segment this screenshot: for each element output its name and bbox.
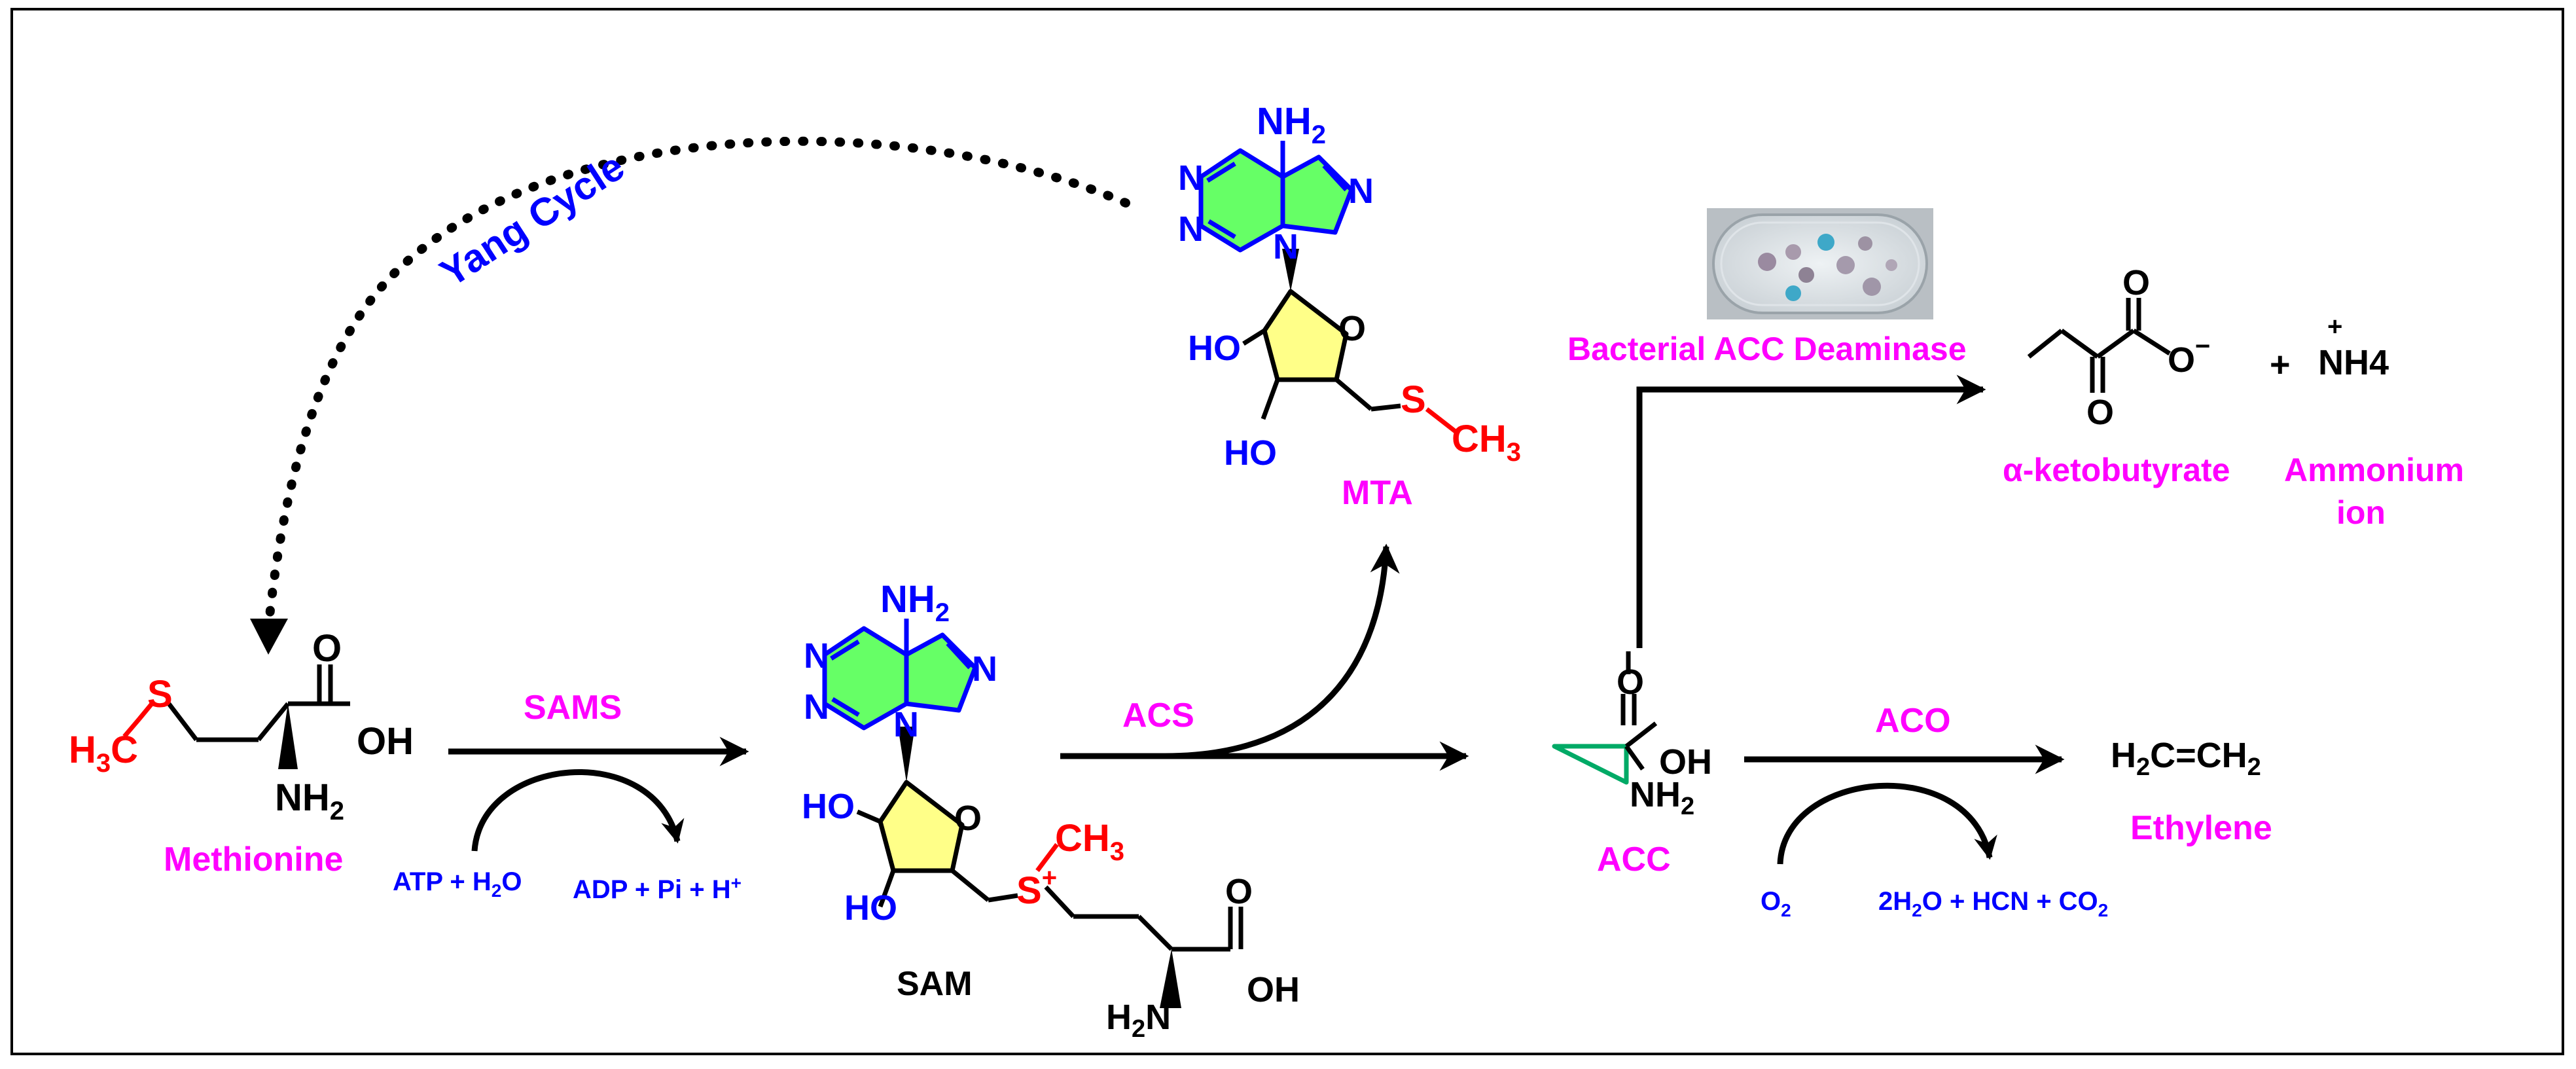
mta-adenine [1198, 141, 1354, 253]
sam-carbonyl-o: O [1225, 872, 1253, 911]
ketobutyrate-structure [2027, 298, 2171, 393]
ammonium-label-line1: Ammonium [2284, 452, 2464, 488]
yang-cycle-arrowhead [250, 619, 288, 655]
methionine-oh: OH [357, 720, 414, 763]
yang-cycle-label: Yang Cycle [433, 144, 632, 295]
mta-ho-3: HO [1224, 433, 1277, 473]
acs-mta-branch-arrow [1164, 543, 1400, 759]
ethylene-formula: H2C=CH2 [2111, 736, 2261, 781]
petri-dish-image [1707, 208, 1933, 319]
acc-oh: OH [1659, 742, 1712, 782]
yang-cycle-dotted-arrow [264, 136, 1130, 633]
sam-n9: N [893, 705, 919, 744]
mta-n1: N [1178, 158, 1204, 198]
methionine-o-atom: O [312, 627, 342, 670]
mta-s-atom: S [1401, 378, 1426, 421]
sams-cofactor-arrow [471, 769, 685, 852]
methionine-h3c: H3C [69, 729, 138, 778]
mta-n9: N [1273, 227, 1298, 266]
mta-n3: N [1178, 209, 1204, 249]
mta-n7: N [1348, 172, 1374, 211]
ammonium-formula: NH4 [2318, 343, 2389, 382]
acc-nh2: NH2 [1630, 775, 1694, 820]
mta-s-ch3-bond [1425, 407, 1458, 434]
sam-n7: N [972, 649, 997, 689]
ammonium-plus: + [2327, 312, 2342, 341]
sam-label: SAM [897, 965, 973, 1003]
sam-nh2: NH2 [880, 578, 950, 627]
ketobutyrate-label: α-ketobutyrate [2003, 452, 2230, 488]
sam-adenine [822, 619, 978, 731]
plus-sign: + [2270, 345, 2291, 384]
ketobutyrate-o-keto: O [2086, 393, 2114, 432]
aco-cofactor-arrow [1777, 782, 1997, 865]
ethylene-label: Ethylene [2130, 809, 2272, 847]
sam-ribose [856, 727, 1243, 1008]
mta-ho-2: HO [1188, 329, 1241, 368]
ammonium-label-line2: ion [2336, 494, 2386, 531]
sams-cofactor-out: ADP + Pi + H+ [573, 873, 742, 904]
mta-ring-o: O [1338, 309, 1366, 348]
sam-ho-3: HO [844, 888, 897, 928]
acc-label: ACC [1597, 841, 1671, 879]
sam-s-ch3-bond [1035, 843, 1059, 873]
sam-sulfonium: S+ [1016, 863, 1057, 912]
sam-ch3: CH3 [1055, 817, 1124, 866]
deaminase-reaction-arrow [1636, 374, 1986, 648]
aco-enzyme-label: ACO [1875, 702, 1951, 740]
aco-cofactor-in: O2 [1761, 887, 1791, 920]
sams-cofactor-in: ATP + H2O [393, 867, 522, 901]
aco-cofactor-out: 2H2O + HCN + CO2 [1878, 887, 2108, 920]
ketobutyrate-o-carboxyl: O [2122, 263, 2150, 302]
methionine-s-atom: S [147, 673, 173, 716]
mta-label: MTA [1342, 474, 1413, 512]
sam-n1: N [804, 636, 829, 676]
sams-enzyme-label: SAMS [524, 689, 622, 727]
methionine-nh2: NH2 [275, 776, 344, 825]
acc-structure [1552, 651, 1658, 785]
diagram-frame [10, 8, 2564, 1055]
deaminase-enzyme-label: Bacterial ACC Deaminase [1567, 331, 1967, 367]
sam-h2n: H2N [1106, 998, 1171, 1043]
sam-n3: N [804, 687, 829, 727]
acs-enzyme-label: ACS [1122, 697, 1194, 734]
mta-ch3: CH3 [1452, 418, 1521, 467]
mta-nh2: NH2 [1257, 100, 1326, 149]
sam-ring-o: O [954, 799, 982, 838]
methionine-structure [122, 664, 350, 769]
sam-oh: OH [1247, 970, 1300, 1009]
mta-ribose [1242, 249, 1401, 420]
methionine-label: Methionine [164, 841, 343, 879]
acc-o-atom: O [1617, 662, 1644, 702]
sam-ho-2: HO [802, 787, 855, 826]
ketobutyrate-o-minus: O− [2168, 332, 2210, 380]
